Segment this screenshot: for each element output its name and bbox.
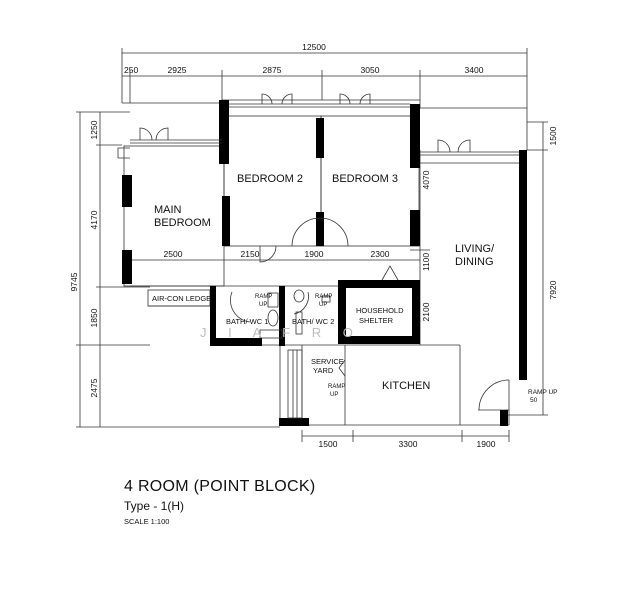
label-bedroom-2: BEDROOM 2 bbox=[237, 173, 303, 185]
label-service-2: YARD bbox=[313, 366, 334, 375]
dim-left-3: 1850 bbox=[89, 308, 99, 327]
label-shelter-2: SHELTER bbox=[359, 316, 394, 325]
plan-title: 4 ROOM (POINT BLOCK) bbox=[124, 478, 316, 495]
walls bbox=[122, 100, 527, 426]
label-kitchen: KITCHEN bbox=[382, 380, 430, 392]
dim-top-5: 3400 bbox=[465, 65, 484, 75]
dim-mid-1: 2500 bbox=[164, 249, 183, 259]
watermark: J I A F R O bbox=[200, 325, 362, 340]
dim-left-4: 2475 bbox=[89, 378, 99, 397]
dim-inner-2: 1100 bbox=[421, 253, 431, 272]
dim-overall-width: 12500 bbox=[302, 42, 326, 52]
label-service-1: SERVICE bbox=[311, 357, 344, 366]
dim-top-1: 250 bbox=[124, 65, 138, 75]
dim-mid-2: 2150 bbox=[241, 249, 260, 259]
dim-mid-3: 1900 bbox=[305, 249, 324, 259]
dim-bottom-2: 3300 bbox=[399, 439, 418, 449]
label-living-1: LIVING/ bbox=[455, 243, 495, 255]
plan-subtitle: Type - 1(H) bbox=[124, 499, 185, 513]
fixtures bbox=[259, 289, 331, 339]
label-up-bath1: UP bbox=[259, 302, 267, 308]
dim-bottom-3: 1900 bbox=[477, 439, 496, 449]
label-bath-2: BATH/ WC 2 bbox=[292, 317, 334, 326]
dim-top-3: 2875 bbox=[263, 65, 282, 75]
label-up-service: UP bbox=[330, 392, 338, 398]
dim-right-2: 7920 bbox=[548, 280, 558, 299]
label-aircon-ledge: AIR-CON LEDGE bbox=[152, 294, 211, 303]
dim-left-1: 1250 bbox=[89, 120, 99, 139]
dim-top-2: 2925 bbox=[168, 65, 187, 75]
dim-right-1: 1500 bbox=[548, 126, 558, 145]
dim-left-2: 4170 bbox=[89, 210, 99, 229]
label-ramp-service: RAMP bbox=[328, 384, 345, 390]
label-living-2: DINING bbox=[455, 256, 494, 268]
dim-left-overall: 9745 bbox=[69, 272, 79, 291]
label-ramp-bath1: RAMP bbox=[255, 294, 272, 300]
label-up-bath2: UP bbox=[319, 302, 327, 308]
label-main-bedroom-2: BEDROOM bbox=[154, 217, 211, 229]
label-ramp-up-entrance: RAMP UP bbox=[528, 389, 558, 396]
label-bath-1: BATH/ WC 1 bbox=[226, 317, 268, 326]
room-labels: MAIN BEDROOM BEDROOM 2 BEDROOM 3 LIVING/… bbox=[152, 173, 558, 404]
windows bbox=[130, 103, 519, 419]
plan-scale: SCALE 1:100 bbox=[124, 517, 170, 526]
dim-inner-1: 4070 bbox=[421, 170, 431, 189]
wall-outlines bbox=[123, 115, 523, 426]
label-main-bedroom-1: MAIN bbox=[154, 204, 182, 216]
label-shelter-1: HOUSEHOLD bbox=[356, 306, 404, 315]
dim-bottom-1: 1500 bbox=[319, 439, 338, 449]
dim-mid-4: 2300 bbox=[371, 249, 390, 259]
label-fifty: 50 bbox=[530, 397, 538, 404]
dim-top-4: 3050 bbox=[361, 65, 380, 75]
doors bbox=[117, 93, 510, 411]
label-ramp-bath2: RAMP bbox=[315, 294, 332, 300]
label-bedroom-3: BEDROOM 3 bbox=[332, 173, 398, 185]
dim-inner-3: 2100 bbox=[421, 302, 431, 321]
dimension-labels: 12500 250 2925 2875 3050 3400 9745 1250 … bbox=[69, 42, 558, 449]
